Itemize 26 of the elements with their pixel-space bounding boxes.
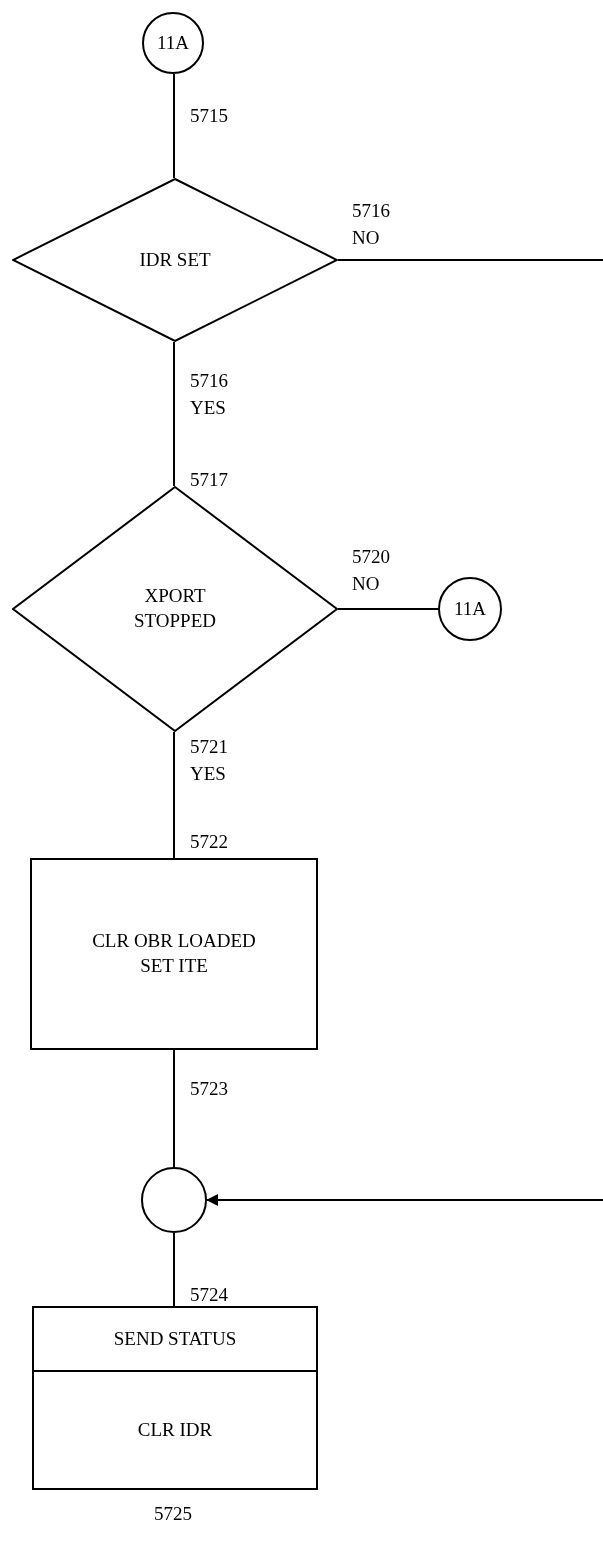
edge-label: 5716 YES — [190, 369, 229, 420]
process-text: CLR IDR — [136, 1417, 214, 1442]
flow-line — [173, 1232, 175, 1307]
edge-label: 5724 — [190, 1283, 229, 1307]
edge-label: 5720 NO — [352, 545, 391, 596]
step-number: 5722 — [190, 830, 228, 854]
flow-line — [173, 1049, 175, 1168]
connector-label: 11A — [454, 596, 486, 621]
flow-line — [173, 73, 175, 179]
step-number: 5725 — [154, 1502, 192, 1526]
edge-label: 5723 — [190, 1077, 229, 1101]
flow-line — [206, 1194, 603, 1206]
flow-line — [173, 731, 175, 859]
step-number: 5717 — [190, 468, 228, 492]
process-box — [30, 858, 318, 1050]
edge-label: 5715 — [190, 104, 229, 128]
flow-line — [173, 341, 175, 487]
edge-label: 5721 YES — [190, 735, 229, 786]
connector-label: 11A — [157, 30, 189, 55]
decision-text: XPORT STOPPED — [133, 584, 217, 633]
box-heading: SEND STATUS — [34, 1308, 316, 1372]
flow-line — [337, 259, 603, 261]
decision-text: IDR SET — [138, 247, 212, 272]
edge-label: 5716 NO — [352, 199, 391, 250]
process-text: CLR OBR LOADED SET ITE — [91, 929, 257, 978]
flow-line — [337, 608, 439, 610]
